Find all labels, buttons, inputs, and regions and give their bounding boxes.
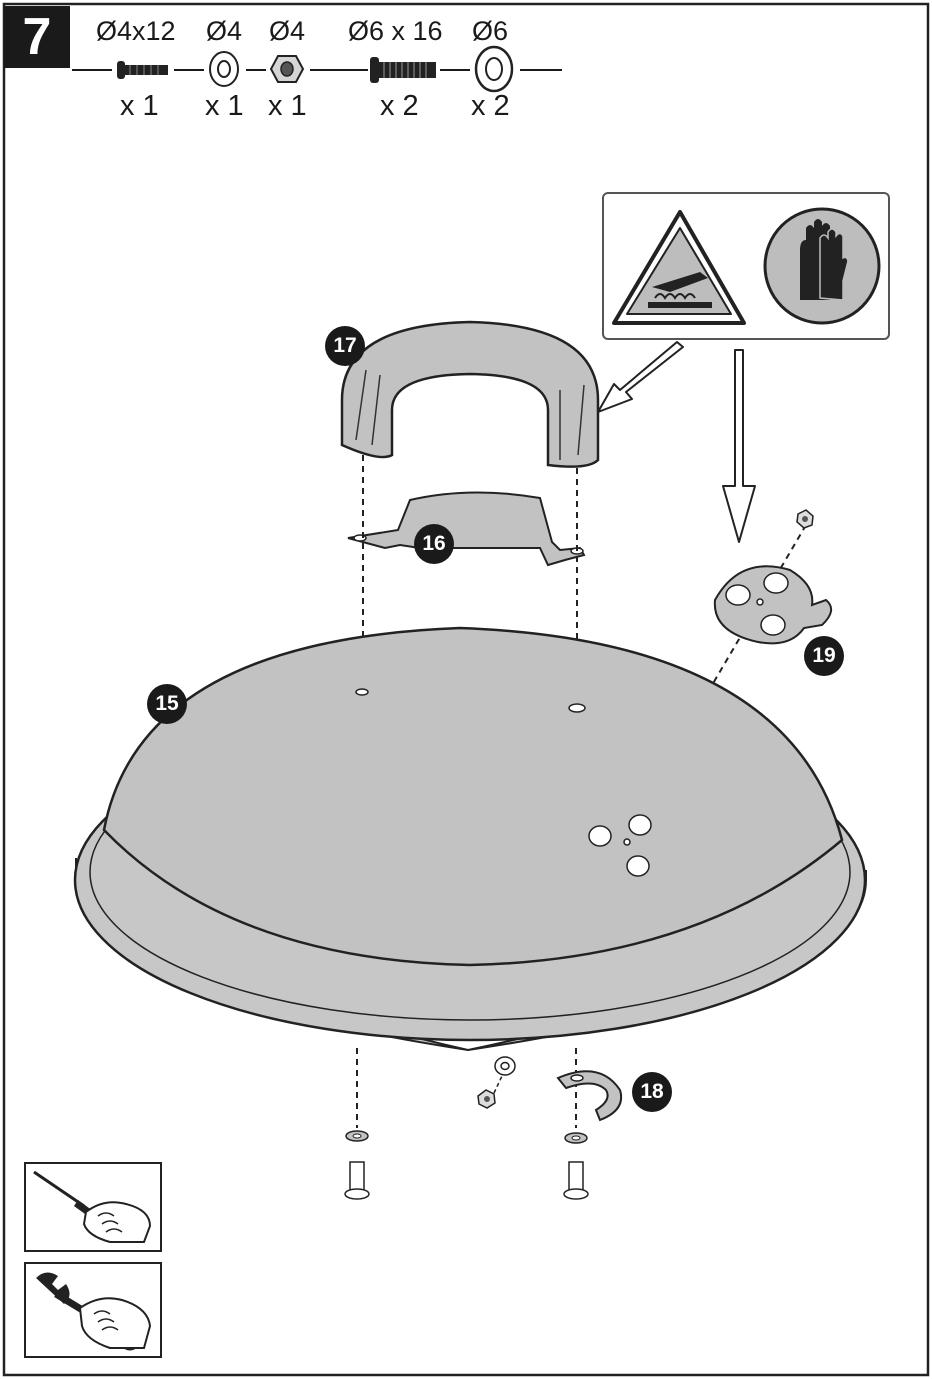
hardware-size-label: Ø4 — [206, 16, 243, 46]
lid-part — [73, 626, 867, 1052]
tool-box-wrench — [24, 1262, 162, 1358]
callout-handle: 17 — [325, 326, 365, 366]
wrench-icon — [36, 1272, 152, 1351]
lower-washer-icon — [494, 1056, 516, 1076]
hook-part — [556, 1070, 622, 1122]
hardware-qty-label: x 1 — [268, 90, 307, 122]
nut-icon — [269, 55, 305, 83]
hardware-qty-label: x 1 — [120, 90, 159, 122]
callout-lid: 15 — [147, 684, 187, 724]
hardware-qty-label: x 1 — [205, 90, 244, 122]
screwdriver-icon — [33, 1170, 152, 1243]
callout-hook: 18 — [632, 1072, 672, 1112]
callout-vent: 19 — [804, 636, 844, 676]
bottom-bolt-left-icon — [344, 1161, 370, 1200]
safety-arrows — [597, 341, 756, 543]
hardware-size-label: Ø6 — [472, 16, 509, 46]
bolt-short-icon — [117, 61, 168, 79]
tool-box-screwdriver — [24, 1162, 162, 1252]
callout-handle-bracket: 16 — [414, 524, 454, 564]
lower-nut-icon — [477, 1089, 496, 1109]
bolt-long-icon — [370, 57, 436, 83]
step-number-badge: 7 — [4, 6, 70, 68]
vent-nut-icon — [796, 509, 814, 529]
hardware-size-label: Ø6 x 16 — [348, 16, 443, 46]
hardware-size-label: Ø4 — [269, 16, 306, 46]
washer-small-icon — [209, 51, 239, 87]
safety-box — [602, 192, 890, 340]
bottom-washer-right-icon — [564, 1132, 588, 1144]
handle-part — [340, 320, 600, 468]
wear-gloves-icon — [763, 207, 881, 325]
lower-guide-line — [493, 1075, 503, 1094]
handle-bracket-part — [347, 491, 586, 567]
washer-large-icon — [474, 45, 514, 93]
bottom-washer-left-icon — [345, 1130, 369, 1142]
hardware-qty-label: x 2 — [471, 90, 510, 122]
hot-surface-warning-icon — [612, 210, 746, 325]
hardware-qty-label: x 2 — [380, 90, 419, 122]
hardware-size-label: Ø4x12 — [96, 16, 176, 46]
bottom-bolt-right-icon — [563, 1161, 589, 1200]
vent-part — [713, 565, 833, 645]
